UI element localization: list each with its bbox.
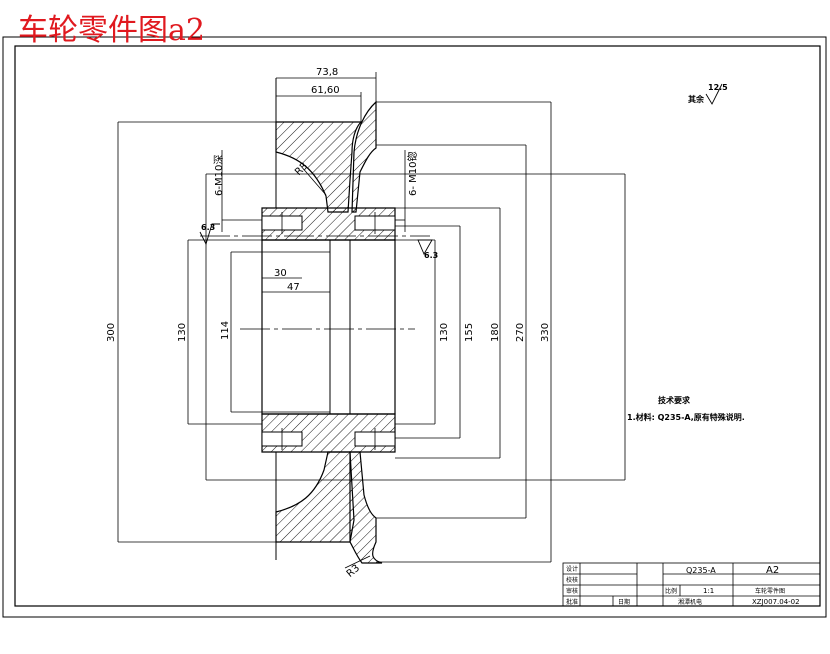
roughness-symbols	[199, 83, 723, 256]
tb-label-design: 设计	[566, 565, 578, 573]
center-lines	[200, 235, 430, 330]
wheel-section	[261, 78, 396, 564]
dim-114: 114	[220, 321, 231, 340]
dim-30: 30	[274, 268, 287, 279]
dim-130-left: 130	[177, 323, 188, 342]
dim-330: 330	[540, 323, 551, 342]
hole-callout-right: 6- M10锪	[406, 151, 419, 196]
tb-label-approve: 批准	[566, 598, 578, 606]
tb-organization: 湘潭机电	[678, 598, 702, 606]
drawing-caption: 车轮零件图a2	[18, 13, 205, 48]
radius-lower: R3	[345, 563, 362, 580]
roughness-right-value: 6.3	[424, 251, 438, 260]
dimension-lines	[117, 72, 626, 569]
tb-label-ratio: 比例	[665, 587, 677, 595]
tb-sheet-size: A2	[766, 565, 779, 576]
notes-line-1: 1.材料: Q235-A,原有特殊说明.	[627, 412, 745, 422]
section-upper-right	[351, 100, 377, 213]
roughness-top-prefix: 其余	[688, 94, 705, 104]
dim-270: 270	[515, 323, 526, 342]
hole-callout-left: 6-M10深	[213, 155, 225, 196]
dim-73-8: 73,8	[316, 67, 338, 78]
tb-label-review: 审核	[566, 587, 578, 595]
tb-scale: 1:1	[703, 587, 714, 595]
tb-label-check: 校核	[566, 576, 578, 584]
section-upper-left	[275, 121, 363, 213]
roughness-left-value: 6.3	[201, 223, 215, 232]
outer-border	[2, 36, 827, 618]
inner-frame	[14, 45, 821, 607]
tb-part-name: 车轮零件图	[755, 587, 785, 595]
dim-130-right: 130	[439, 323, 450, 342]
title-block	[562, 562, 821, 607]
dim-47: 47	[287, 282, 300, 293]
bore-outline	[261, 239, 396, 415]
notes-title: 技术要求	[658, 395, 691, 405]
roughness-top-value: 12.5	[708, 83, 728, 92]
section-lower-right	[349, 451, 383, 564]
tb-drawing-number: XZJ007.04-02	[752, 598, 800, 606]
dim-155: 155	[464, 323, 475, 342]
dim-61-60: 61,60	[311, 85, 340, 96]
section-lower-left	[275, 451, 355, 543]
dim-300: 300	[106, 323, 117, 342]
tb-label-date: 日期	[618, 598, 630, 606]
dim-180: 180	[490, 323, 501, 342]
tb-material: Q235-A	[686, 566, 716, 575]
